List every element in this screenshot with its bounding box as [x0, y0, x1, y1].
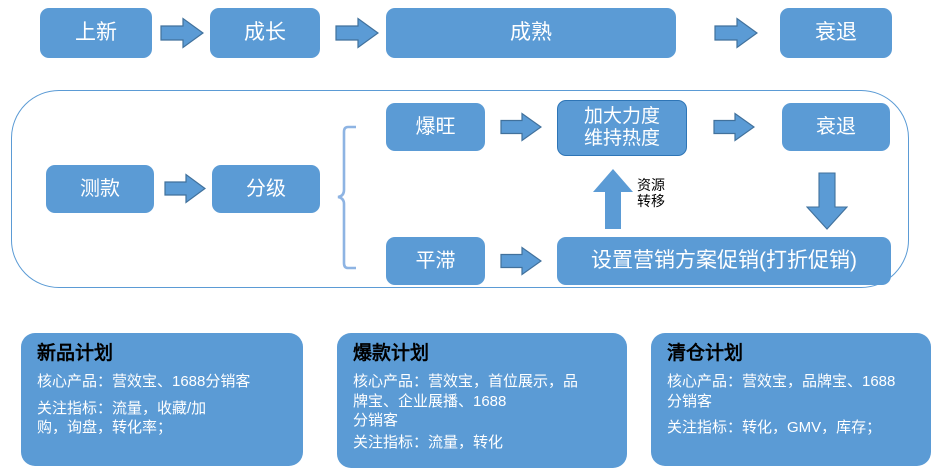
strategy-node-shuaitui[interactable]: 衰退: [782, 103, 890, 151]
arrow-right-icon: [164, 173, 206, 204]
strategy-node-fenji[interactable]: 分级: [212, 165, 320, 213]
strategy-node-ceking[interactable]: 测款: [46, 165, 154, 213]
strategy-action-promotion[interactable]: 设置营销方案促销(打折促销): [557, 237, 891, 285]
lifecycle-stage-shangxin[interactable]: 上新: [40, 8, 152, 58]
arrow-up-icon: [592, 168, 634, 230]
arrow-right-icon: [160, 17, 204, 49]
arrow-right-icon: [335, 17, 379, 49]
plan-key-metrics: 关注指标：转化，GMV，库存；: [667, 419, 882, 437]
plan-core-products: 核心产品：营效宝，首位展示，品 牌宝、企业展播、1688 分销客: [353, 372, 579, 430]
plan-title: 清仓计划: [667, 343, 744, 364]
strategy-branch-label: 爆旺: [415, 115, 456, 138]
arrow-right-icon: [713, 112, 755, 142]
lifecycle-stage-chengshu[interactable]: 成熟: [386, 8, 676, 58]
arrow-right-icon: [500, 246, 542, 276]
strategy-branch-label: 平滞: [415, 249, 456, 272]
left-bracket-icon: [334, 125, 358, 270]
plan-title: 新品计划: [37, 343, 114, 364]
strategy-branch-baowang[interactable]: 爆旺: [386, 103, 485, 151]
lifecycle-stage-label: 成长: [244, 20, 286, 44]
plan-core-products: 核心产品：营效宝、1688分销客: [37, 372, 251, 390]
plan-title: 爆款计划: [353, 343, 430, 364]
strategy-action-label: 设置营销方案促销(打折促销): [591, 248, 857, 272]
strategy-panel-container: [11, 90, 909, 288]
lifecycle-stage-shuaitui[interactable]: 衰退: [780, 8, 892, 58]
lifecycle-stage-label: 上新: [75, 20, 117, 44]
arrow-right-icon: [500, 112, 542, 142]
strategy-node-label: 衰退: [816, 115, 856, 138]
strategy-action-maintain-heat[interactable]: 加大力度 维持热度: [557, 100, 687, 156]
arrow-right-icon: [714, 17, 758, 49]
strategy-action-label: 加大力度 维持热度: [583, 106, 660, 149]
resource-transfer-label: 资源 转移: [637, 177, 665, 209]
plan-core-products: 核心产品：营效宝，品牌宝、1688 分销客: [667, 372, 896, 410]
strategy-node-label: 分级: [246, 177, 286, 200]
strategy-branch-pingzhi[interactable]: 平滞: [386, 237, 485, 285]
plan-key-metrics: 关注指标：流量，收藏/加 购，询盘，转化率；: [37, 399, 207, 437]
plan-card-clearance[interactable]: 清仓计划 核心产品：营效宝，品牌宝、1688 分销客 关注指标：转化，GMV，库…: [651, 333, 931, 466]
lifecycle-stage-label: 衰退: [815, 20, 857, 44]
lifecycle-stage-label: 成熟: [510, 20, 552, 44]
strategy-node-label: 测款: [80, 177, 120, 200]
plan-card-hot-product[interactable]: 爆款计划 核心产品：营效宝，首位展示，品 牌宝、企业展播、1688 分销客 关注…: [337, 333, 627, 468]
plan-key-metrics: 关注指标：流量，转化: [353, 434, 504, 452]
plan-card-new-product[interactable]: 新品计划 核心产品：营效宝、1688分销客 关注指标：流量，收藏/加 购，询盘，…: [21, 333, 303, 466]
lifecycle-stage-chengzhang[interactable]: 成长: [210, 8, 320, 58]
arrow-down-icon: [806, 172, 848, 230]
